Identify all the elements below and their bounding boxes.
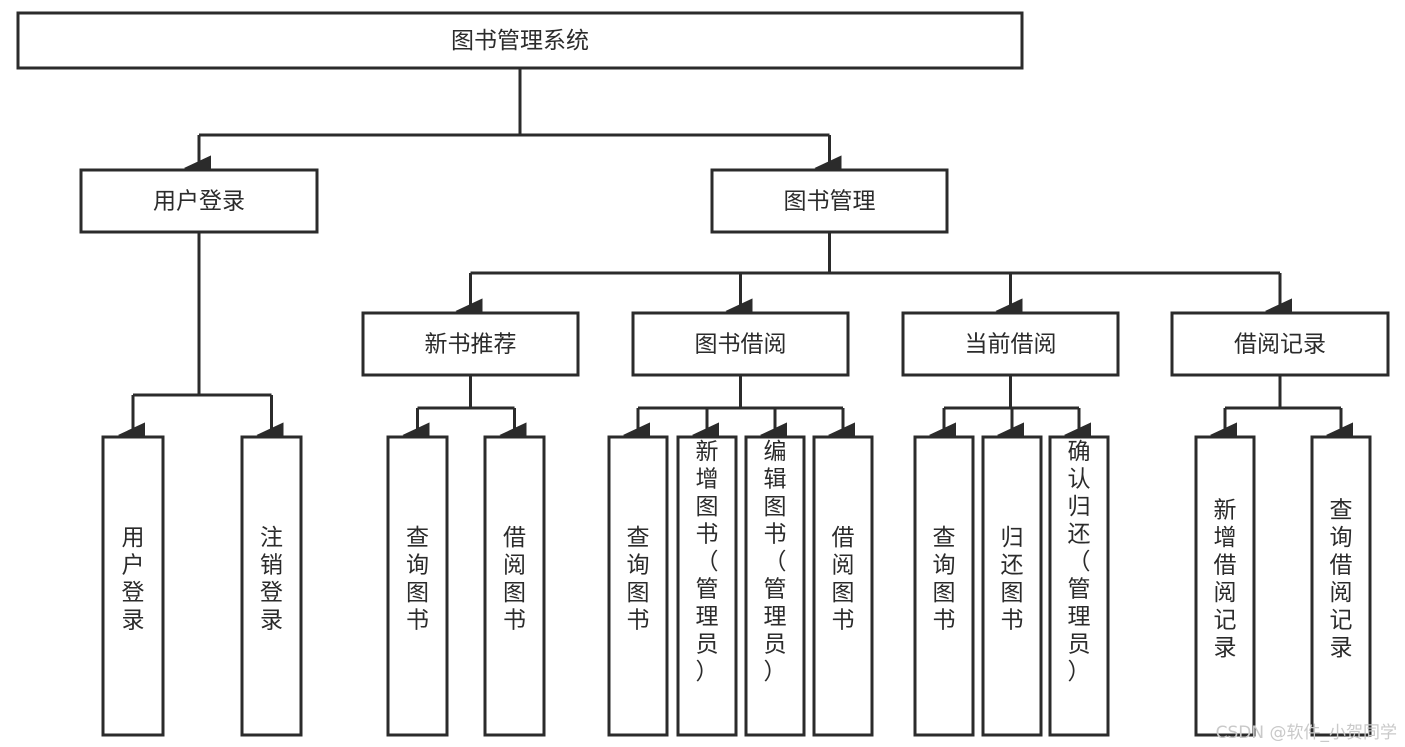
node-leaf-query-book-3[interactable]: 查询图书 xyxy=(913,435,975,737)
node-label-leaf-edit-book: 编辑图书（管理员） xyxy=(764,439,787,685)
node-box-leaf-add-book xyxy=(676,435,738,737)
node-label-leaf-borrow-book-1: 借阅图书 xyxy=(503,525,526,634)
node-box-leaf-query-book-3 xyxy=(913,435,975,737)
node-box-leaf-query-book-2 xyxy=(607,435,669,737)
node-label-leaf-query-record: 查询借阅记录 xyxy=(1330,497,1353,661)
node-label-leaf-logout: 注销登录 xyxy=(260,525,283,634)
node-borrow-record[interactable]: 借阅记录 xyxy=(1170,311,1390,377)
node-leaf-query-book-2[interactable]: 查询图书 xyxy=(607,435,669,737)
node-root[interactable]: 图书管理系统 xyxy=(16,11,1024,70)
node-box-root xyxy=(16,11,1024,70)
node-leaf-query-record[interactable]: 查询借阅记录 xyxy=(1310,435,1372,737)
node-book-borrow[interactable]: 图书借阅 xyxy=(631,311,850,377)
node-label-book-manage: 图书管理 xyxy=(784,189,876,215)
node-leaf-user-login[interactable]: 用户登录 xyxy=(101,435,165,737)
node-leaf-return-book[interactable]: 归还图书 xyxy=(981,435,1043,737)
node-box-leaf-user-login xyxy=(101,435,165,737)
node-box-leaf-logout xyxy=(240,435,303,737)
node-new-book-rec[interactable]: 新书推荐 xyxy=(361,311,580,377)
node-box-leaf-return-book xyxy=(981,435,1043,737)
node-box-leaf-query-book-1 xyxy=(386,435,449,737)
node-label-leaf-user-login: 用户登录 xyxy=(122,525,145,634)
node-leaf-add-record[interactable]: 新增借阅记录 xyxy=(1194,435,1256,737)
node-box-book-borrow xyxy=(631,311,850,377)
node-label-leaf-borrow-book-2: 借阅图书 xyxy=(832,525,855,634)
node-label-book-borrow: 图书借阅 xyxy=(695,332,787,358)
node-label-leaf-add-record: 新增借阅记录 xyxy=(1214,497,1237,661)
node-user-login[interactable]: 用户登录 xyxy=(79,168,319,234)
node-label-new-book-rec: 新书推荐 xyxy=(425,332,517,358)
node-label-borrow-record: 借阅记录 xyxy=(1234,332,1326,358)
node-box-leaf-borrow-book-2 xyxy=(812,435,874,737)
node-leaf-borrow-book-1[interactable]: 借阅图书 xyxy=(483,435,546,737)
node-box-leaf-confirm-return xyxy=(1048,435,1110,737)
node-box-new-book-rec xyxy=(361,311,580,377)
node-box-book-manage xyxy=(710,168,949,234)
node-book-manage[interactable]: 图书管理 xyxy=(710,168,949,234)
node-leaf-edit-book[interactable]: 编辑图书（管理员） xyxy=(744,435,806,737)
node-leaf-add-book[interactable]: 新增图书（管理员） xyxy=(676,435,738,737)
nodes-layer: 图书管理系统用户登录图书管理新书推荐图书借阅当前借阅借阅记录用户登录注销登录查询… xyxy=(16,11,1390,737)
node-label-leaf-add-book: 新增图书（管理员） xyxy=(696,439,719,685)
node-box-leaf-query-record xyxy=(1310,435,1372,737)
node-leaf-confirm-return[interactable]: 确认归还（管理员） xyxy=(1048,435,1110,737)
node-box-leaf-borrow-book-1 xyxy=(483,435,546,737)
node-leaf-logout[interactable]: 注销登录 xyxy=(240,435,303,737)
node-label-leaf-query-book-2: 查询图书 xyxy=(627,525,650,634)
node-box-user-login xyxy=(79,168,319,234)
watermark-label: CSDN @软件_小贺同学 xyxy=(1215,723,1397,743)
node-box-leaf-add-record xyxy=(1194,435,1256,737)
node-box-current-borrow xyxy=(901,311,1120,377)
node-label-root: 图书管理系统 xyxy=(451,28,589,54)
node-label-leaf-query-book-3: 查询图书 xyxy=(933,525,956,634)
node-label-leaf-return-book: 归还图书 xyxy=(1001,525,1024,634)
node-label-leaf-confirm-return: 确认归还（管理员） xyxy=(1068,439,1091,685)
node-leaf-borrow-book-2[interactable]: 借阅图书 xyxy=(812,435,874,737)
node-label-leaf-query-book-1: 查询图书 xyxy=(406,525,429,634)
node-box-borrow-record xyxy=(1170,311,1390,377)
node-label-user-login: 用户登录 xyxy=(153,189,245,215)
node-label-current-borrow: 当前借阅 xyxy=(965,332,1057,358)
node-leaf-query-book-1[interactable]: 查询图书 xyxy=(386,435,449,737)
node-box-leaf-edit-book xyxy=(744,435,806,737)
node-current-borrow[interactable]: 当前借阅 xyxy=(901,311,1120,377)
edges-layer xyxy=(118,68,1353,448)
